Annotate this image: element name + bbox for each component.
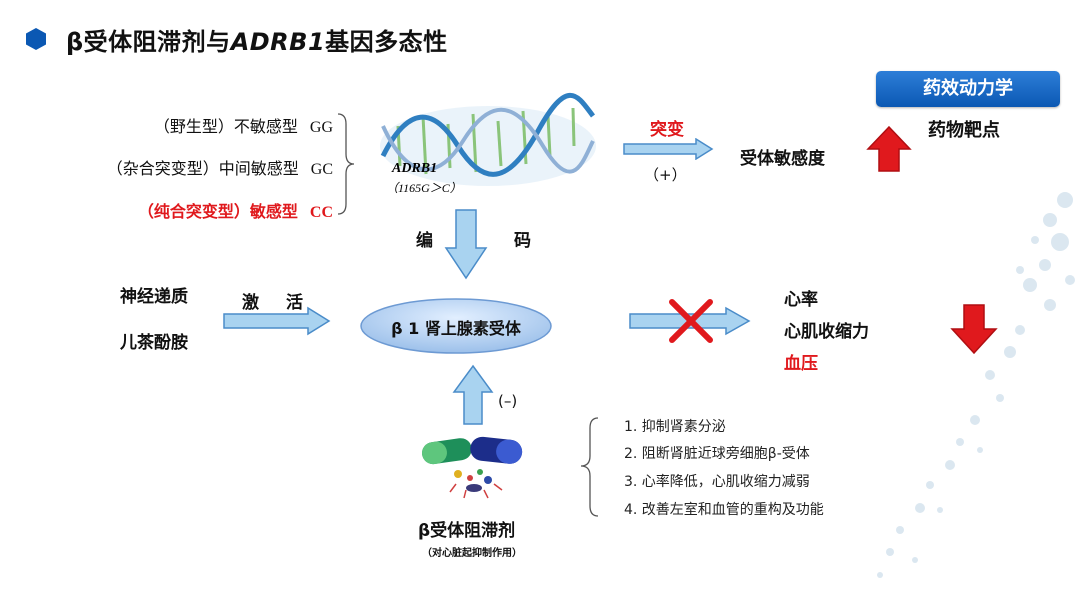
cross-icon	[669, 299, 713, 343]
effect-item-1: 1. 抑制肾素分泌	[624, 419, 726, 435]
genotype-brace	[337, 113, 355, 215]
outcome-contractility: 心肌收缩力	[784, 322, 869, 342]
beta-blocker-label: β受体阻滞剂	[418, 521, 516, 541]
effects-brace	[580, 417, 599, 517]
up-arrow-icon	[866, 125, 912, 172]
activate-arrow	[223, 306, 331, 336]
mutation-arrow	[623, 138, 714, 160]
catecholamine-label: 儿茶酚胺	[120, 333, 188, 353]
down-arrow-icon	[950, 304, 998, 355]
drug-target-label: 药物靶点	[928, 120, 1000, 141]
gene-name-label: ADRB1	[391, 161, 437, 176]
receptor-sensitivity-label: 受体敏感度	[740, 149, 825, 169]
outcome-heart-rate: 心率	[784, 290, 818, 310]
pharmacodynamics-button[interactable]: 药效动力学	[876, 71, 1060, 107]
plus-sign: （+）	[644, 166, 687, 184]
encode-char-1: 编	[416, 231, 433, 251]
beta-blocker-note: （对心脏起抑制作用）	[422, 548, 522, 559]
effect-item-4: 4. 改善左室和血管的重构及功能	[624, 502, 824, 518]
dna-watermark-decoration	[877, 192, 1075, 578]
inhibit-sign: (–)	[498, 392, 518, 410]
outcome-blood-pressure: 血压	[784, 354, 818, 374]
dna-helix-image: ADRB1 （1165G＞C）	[380, 92, 596, 195]
capsule-pills-image	[422, 436, 523, 499]
gene-variant-label: （1165G＞C）	[386, 181, 462, 195]
activate-char-2: 活	[286, 293, 303, 313]
mutation-label: 突变	[650, 120, 684, 140]
neurotransmitter-label: 神经递质	[120, 287, 188, 307]
beta1-receptor-ellipse	[360, 298, 552, 354]
effect-item-2: 2. 阻断肾脏近球旁细胞β-受体	[624, 446, 810, 462]
effect-item-3: 3. 心率降低，心肌收缩力减弱	[624, 474, 810, 490]
encode-char-2: 码	[514, 231, 531, 251]
page-title: β受体阻滞剂与ADRB1基因多态性	[66, 28, 448, 56]
inhibit-up-arrow	[452, 364, 494, 425]
receptor-label: β 1 肾上腺素受体	[391, 319, 521, 338]
encode-down-arrow	[444, 209, 488, 280]
activate-char-1: 激	[242, 293, 259, 313]
hexagon-bullet-icon	[26, 28, 46, 50]
